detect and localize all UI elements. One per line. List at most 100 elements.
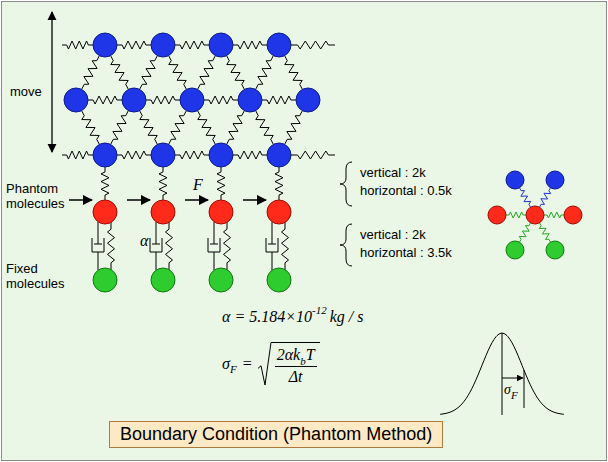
force-label: F	[193, 176, 203, 194]
sigma-arrow	[502, 378, 523, 379]
spring	[111, 56, 129, 90]
dashpot	[266, 222, 278, 270]
formula-part: =	[243, 355, 252, 373]
fraction: 2αkbT Δt	[275, 346, 317, 386]
spring	[111, 111, 129, 145]
radical-stroke	[258, 343, 272, 386]
spring	[140, 111, 158, 145]
spring	[282, 222, 289, 270]
spring	[169, 56, 187, 90]
molecule	[267, 200, 291, 224]
bracket	[340, 162, 352, 206]
subscript: F	[230, 363, 237, 375]
move-arrow	[51, 12, 52, 152]
molecule	[238, 88, 262, 112]
spring	[169, 111, 187, 145]
spring	[204, 96, 238, 104]
molecule	[122, 88, 146, 112]
spring-constant: vertical : 2k	[360, 228, 426, 243]
molecule	[180, 88, 204, 112]
spring	[198, 56, 216, 90]
molecule	[546, 241, 564, 259]
spring	[233, 151, 267, 159]
spring	[140, 56, 158, 90]
molecule	[93, 200, 117, 224]
formula-part: α = 5.184×10	[222, 308, 312, 326]
part-label: Fixed molecules	[6, 262, 70, 292]
spring	[175, 151, 209, 159]
spring	[82, 56, 100, 90]
molecule	[93, 33, 117, 57]
dashpot	[150, 222, 162, 270]
force-arrow	[185, 199, 208, 201]
numerator: 2αkbT	[275, 346, 317, 366]
molecule	[209, 268, 233, 292]
spring	[275, 167, 283, 200]
spring	[285, 56, 303, 90]
molecule	[506, 171, 524, 189]
spring	[101, 167, 109, 200]
formula-part: σ	[222, 355, 230, 373]
denominator: Δt	[289, 367, 303, 386]
formula-part: σ	[504, 382, 511, 398]
dashpot	[208, 222, 220, 270]
mean-line	[502, 333, 503, 415]
dashpot	[92, 222, 104, 270]
molecule	[151, 33, 175, 57]
spring	[544, 212, 564, 218]
molecule	[267, 268, 291, 292]
subscript: F	[511, 389, 518, 401]
spring	[146, 96, 180, 104]
spring	[519, 188, 530, 207]
spring	[88, 96, 122, 104]
sigma-label: σF	[504, 382, 518, 398]
part-label: Phantom molecules	[6, 182, 70, 212]
spring	[227, 56, 245, 90]
molecule	[209, 200, 233, 224]
formula-part: 2αk	[277, 346, 301, 363]
spring-constant: horizontal : 0.5k	[360, 184, 452, 199]
force-arrow	[243, 199, 266, 201]
spring	[256, 111, 274, 145]
damping-label: α	[140, 232, 148, 250]
formula: α = 5.184×10-12kg / s	[222, 308, 363, 326]
formula: σF = 2αkbT Δt	[222, 342, 320, 386]
spring	[227, 111, 245, 145]
spring	[217, 167, 225, 200]
spring	[117, 41, 151, 49]
gaussian-curve	[440, 333, 564, 414]
molecule	[267, 33, 291, 57]
radical-sign	[258, 342, 272, 386]
spring	[82, 111, 100, 145]
molecule	[151, 268, 175, 292]
molecule	[209, 33, 233, 57]
spring	[224, 222, 231, 270]
molecule	[151, 200, 175, 224]
formula-part: kg / s	[330, 308, 364, 326]
spring	[262, 96, 296, 104]
spring	[62, 41, 93, 49]
spring	[198, 111, 216, 145]
spring-constant: horizontal : 3.5k	[360, 246, 452, 261]
molecule	[93, 143, 117, 167]
molecule	[506, 241, 524, 259]
molecule	[546, 171, 564, 189]
spring	[539, 223, 550, 242]
motion-label: move	[10, 85, 42, 100]
force-arrow	[69, 199, 92, 201]
subscript: b	[300, 355, 306, 367]
fraction-bar	[275, 366, 317, 367]
molecule	[296, 88, 320, 112]
spring	[506, 212, 526, 218]
formula-part: Δt	[289, 368, 303, 385]
molecule	[526, 206, 544, 224]
spring	[291, 41, 335, 49]
spring	[166, 222, 173, 270]
title-box: Boundary Condition (Phantom Method)	[109, 421, 443, 448]
spring	[291, 151, 335, 159]
exponent: -12	[312, 304, 327, 316]
spring	[117, 151, 151, 159]
molecule	[93, 268, 117, 292]
spring	[256, 56, 274, 90]
